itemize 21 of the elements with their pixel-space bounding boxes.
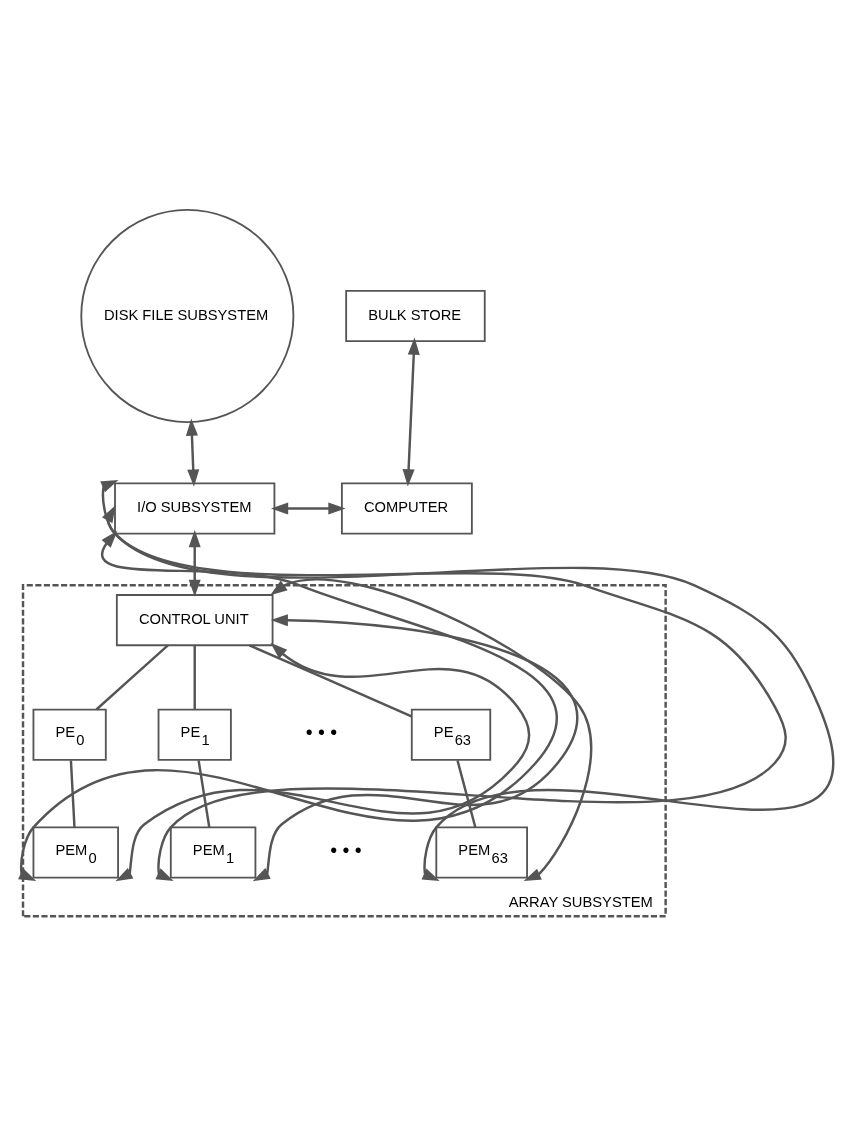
- node-circle: DISK FILE SUBSYSTEM: [80, 208, 295, 423]
- node-box: CONTROL UNIT: [115, 593, 274, 646]
- node-box: COMPUTER: [340, 481, 473, 535]
- arrow: [188, 529, 201, 597]
- connector: [69, 759, 76, 827]
- node-box: BULK STORE: [345, 289, 486, 342]
- connector: [95, 644, 169, 710]
- connector: [248, 643, 412, 717]
- arrow: [115, 642, 531, 881]
- connector: [197, 759, 211, 827]
- arrow: [18, 530, 557, 881]
- arrow: [185, 418, 200, 487]
- label: • • •: [305, 720, 338, 743]
- connector: [193, 645, 196, 710]
- arrow: [252, 613, 578, 881]
- arrow: [270, 578, 593, 881]
- arrow: [402, 337, 420, 487]
- label: • • •: [330, 838, 362, 861]
- node-box: I/O SUBSYSTEM: [114, 481, 276, 535]
- connector: [456, 759, 477, 828]
- arrow: [270, 502, 346, 515]
